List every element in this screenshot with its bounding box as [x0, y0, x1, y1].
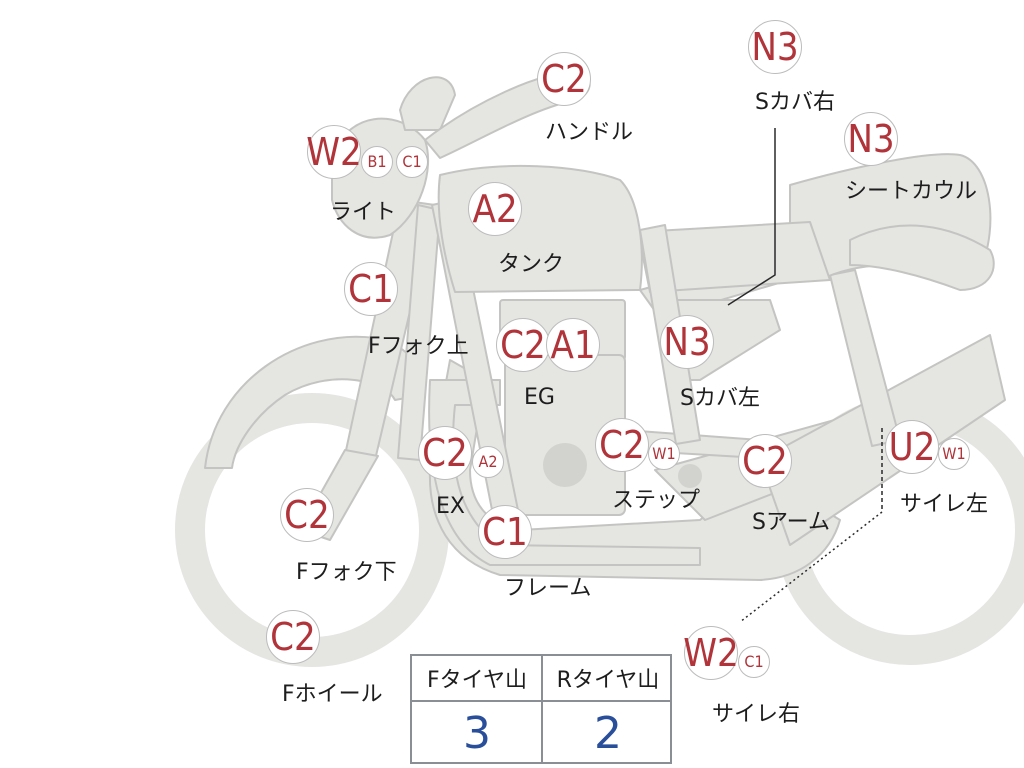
engine-cover [543, 443, 587, 487]
step-code-2: W1 [648, 438, 680, 470]
table-divider-vertical [541, 656, 543, 762]
seat-cowl-code-1: N3 [844, 112, 898, 166]
frame-code-1: C1 [478, 505, 532, 559]
light-code-1: W2 [306, 125, 362, 179]
front-wheel-code-1: C2 [266, 610, 320, 664]
muffler-left-label: サイレ左 [900, 492, 989, 517]
light-code-2: B1 [361, 146, 393, 178]
tail-piece [849, 224, 995, 291]
exhaust-code-2: A2 [472, 446, 504, 478]
windscreen [399, 76, 456, 131]
swing-arm-code-1: C2 [738, 434, 792, 488]
muffler-right-code-1: W2 [683, 626, 739, 680]
seat-cover-right-label: Sカバ右 [755, 90, 835, 115]
seat-cover-right-code-1: N3 [748, 20, 802, 74]
engine-label: EG [524, 385, 555, 410]
engine-code-1: C2 [496, 318, 550, 372]
tire-tread-table: Fタイヤ山 Rタイヤ山 3 2 [410, 654, 672, 764]
muffler-right-label: サイレ右 [712, 702, 801, 727]
muffler-right-code-2: C1 [738, 646, 770, 678]
muffler-left-code-2: W1 [938, 438, 970, 470]
frame-label: フレーム [504, 576, 592, 601]
light-label: ライト [330, 200, 397, 225]
tank-code-1: A2 [468, 182, 522, 236]
handle-code-1: C2 [537, 52, 591, 106]
fork-upper-code-1: C1 [344, 262, 398, 316]
step-knob [678, 464, 702, 488]
step-label: ステップ [612, 488, 701, 513]
tank-label: タンク [498, 252, 565, 277]
muffler-left-code-1: U2 [885, 420, 939, 474]
handle-label: ハンドル [545, 120, 634, 145]
exhaust-code-1: C2 [418, 426, 472, 480]
seat-cover-left-code-1: N3 [660, 315, 714, 369]
seat-cover-left-label: Sカバ左 [680, 386, 760, 411]
fork-upper-label: Fフォク上 [368, 334, 469, 359]
seat-shape [637, 221, 831, 293]
leader-line-scover-right [727, 128, 776, 306]
rear-tire-header: Rタイヤ山 [556, 668, 660, 693]
engine-code-2: A1 [546, 318, 600, 372]
rear-tire-value: 2 [594, 707, 622, 759]
front-tire-value: 3 [463, 707, 491, 759]
fork-lower-code-1: C2 [280, 488, 334, 542]
swing-arm-label: Sアーム [752, 510, 830, 535]
front-wheel-label: Fホイール [282, 682, 383, 707]
light-code-3: C1 [396, 146, 428, 178]
step-code-1: C2 [595, 418, 649, 472]
seat-cowl-label: シートカウル [845, 179, 978, 204]
fork-lower-label: Fフォク下 [296, 560, 397, 585]
exhaust-label: EX [436, 494, 465, 519]
front-tire-header: Fタイヤ山 [427, 668, 527, 693]
